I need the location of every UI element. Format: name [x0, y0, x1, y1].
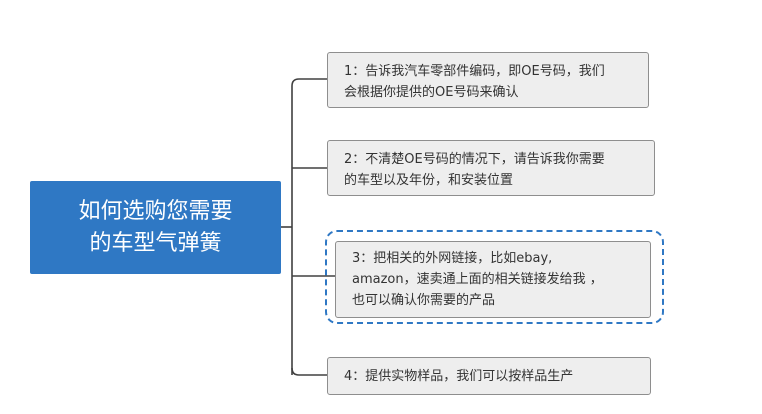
branch-3-line-3: 也可以确认你需要的产品	[352, 293, 496, 308]
root-topic-line-1: 如何选购您需要	[78, 198, 233, 224]
branch-topic-3[interactable]: 3：把相关的外网链接，比如ebay, amazon，速卖通上面的相关链接发给我 …	[335, 241, 651, 318]
branch-2-line-1: 2：不清楚OE号码的情况下，请告诉我你需要	[344, 152, 605, 167]
branch-topic-1[interactable]: 1：告诉我汽车零部件编码，即OE号码，我们 会根据你提供的OE号码来确认	[327, 52, 649, 108]
branch-1-line-2: 会根据你提供的OE号码来确认	[344, 85, 519, 100]
branch-1-line-1: 1：告诉我汽车零部件编码，即OE号码，我们	[344, 64, 605, 79]
connector-branch-1	[291, 78, 327, 87]
root-topic[interactable]: 如何选购您需要 的车型气弹簧	[30, 181, 281, 274]
branch-4-line-1: 4：提供实物样品，我们可以按样品生产	[344, 369, 574, 384]
root-topic-line-2: 的车型气弹簧	[89, 230, 222, 256]
branch-topic-4[interactable]: 4：提供实物样品，我们可以按样品生产	[327, 357, 651, 395]
branch-2-line-2: 的车型以及年份，和安装位置	[344, 173, 514, 188]
selection-outline	[325, 230, 664, 324]
branch-3-line-1: 3：把相关的外网链接，比如ebay,	[352, 251, 553, 266]
branch-topic-2[interactable]: 2：不清楚OE号码的情况下，请告诉我你需要 的车型以及年份，和安装位置	[327, 140, 655, 196]
connector-branch-4	[291, 367, 327, 376]
branch-3-line-2: amazon，速卖通上面的相关链接发给我 ，	[352, 272, 603, 287]
